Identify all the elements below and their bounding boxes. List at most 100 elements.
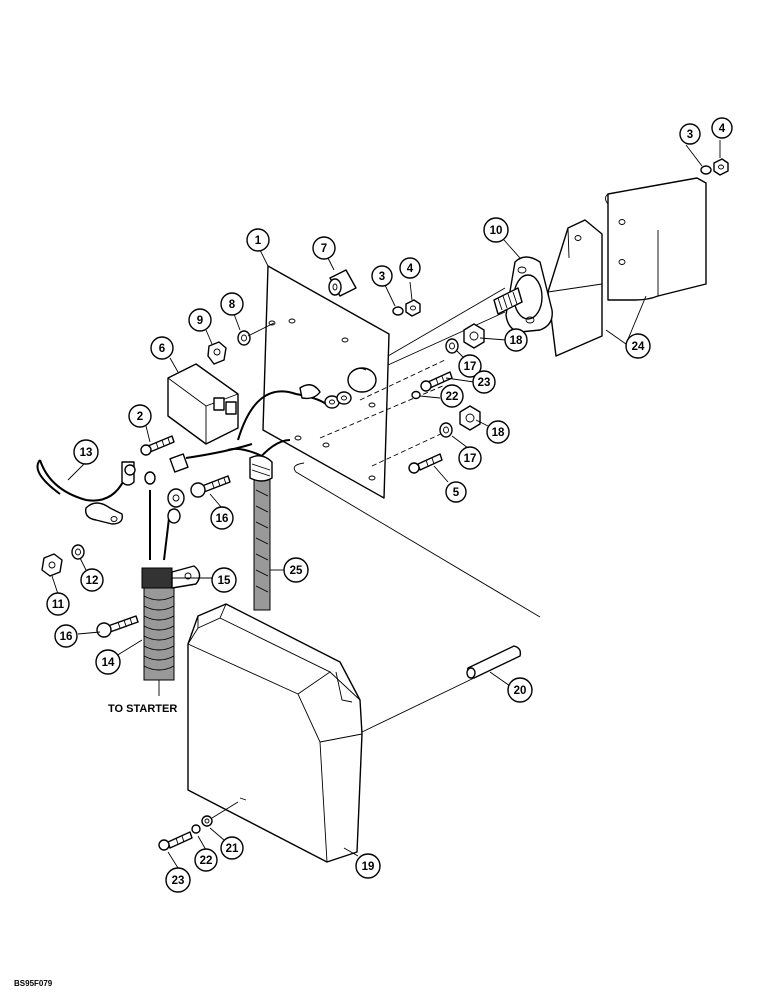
callout-12: 12	[80, 568, 104, 592]
svg-text:13: 13	[80, 447, 93, 459]
callout-23-lower: 23	[165, 867, 191, 893]
washer-3-bracket	[700, 165, 712, 175]
washer-22-lower	[191, 824, 201, 834]
callout-5: 5	[445, 481, 467, 503]
svg-text:4: 4	[719, 123, 726, 135]
callout-7: 7	[312, 236, 336, 260]
callout-4-plate: 4	[399, 257, 421, 279]
callout-15: 15	[211, 567, 237, 593]
svg-text:2: 2	[137, 411, 143, 423]
svg-text:24: 24	[632, 341, 645, 353]
svg-text:6: 6	[159, 343, 165, 355]
svg-text:15: 15	[218, 575, 231, 587]
spacer-7	[328, 269, 357, 297]
svg-text:5: 5	[453, 487, 460, 499]
washer-12	[71, 544, 85, 560]
callout-14: 14	[95, 649, 121, 675]
washer-22-upper	[411, 390, 421, 400]
nut-18-lower	[459, 405, 481, 431]
callout-17-lower: 17	[458, 446, 482, 470]
bolt-23-upper	[420, 371, 453, 392]
callout-25: 25	[283, 557, 309, 583]
conduit-14	[143, 587, 175, 696]
leader-lines	[51, 140, 721, 869]
svg-text:10: 10	[490, 225, 503, 237]
svg-text:20: 20	[514, 685, 527, 697]
svg-text:21: 21	[226, 843, 239, 855]
wiring	[169, 384, 352, 473]
svg-text:4: 4	[407, 263, 414, 275]
bolt-5	[408, 453, 443, 474]
cover	[187, 603, 363, 863]
nut-9	[207, 341, 227, 365]
callout-3-bracket: 3	[679, 123, 701, 145]
svg-text:16: 16	[216, 513, 229, 525]
svg-text:1: 1	[255, 235, 262, 247]
svg-text:18: 18	[492, 427, 505, 439]
svg-text:22: 22	[446, 391, 459, 403]
callout-6: 6	[150, 336, 174, 360]
svg-text:3: 3	[379, 271, 385, 283]
callout-13: 13	[73, 439, 99, 465]
callout-2: 2	[128, 404, 152, 428]
svg-text:25: 25	[290, 565, 303, 577]
to-starter-label: TO STARTER	[108, 703, 177, 715]
ring-terminals	[144, 471, 185, 561]
callout-18-lower: 18	[486, 420, 510, 444]
svg-text:23: 23	[478, 377, 491, 389]
washer-17-lower	[439, 422, 453, 438]
svg-text:22: 22	[200, 855, 213, 867]
svg-text:14: 14	[102, 657, 115, 669]
svg-text:3: 3	[687, 129, 693, 141]
switch-body	[493, 256, 553, 333]
svg-text:23: 23	[172, 875, 185, 887]
washer-17-upper	[445, 338, 459, 354]
svg-text:8: 8	[229, 299, 236, 311]
callout-3-plate: 3	[371, 265, 393, 287]
svg-text:19: 19	[362, 861, 375, 873]
nut-11	[41, 553, 63, 577]
callout-24: 24	[625, 333, 651, 359]
bolt-2	[140, 435, 175, 456]
bolt-16-upper	[190, 475, 231, 498]
svg-text:9: 9	[197, 315, 203, 327]
callout-4-bracket: 4	[711, 117, 733, 139]
bracket-front	[547, 219, 603, 357]
bolt-23-lower	[158, 831, 193, 851]
washer-3-plate	[392, 306, 404, 316]
callout-20: 20	[507, 677, 533, 703]
callout-16-upper: 16	[210, 506, 234, 530]
callout-16-lower: 16	[54, 624, 78, 648]
clamp-15	[141, 565, 201, 589]
callout-22-upper: 22	[440, 384, 464, 408]
nut-18-upper	[463, 323, 485, 349]
callout-11: 11	[46, 592, 70, 616]
mounting-plate	[262, 265, 390, 499]
cable-25	[249, 455, 273, 611]
svg-text:7: 7	[321, 243, 327, 255]
svg-text:12: 12	[86, 575, 99, 587]
callout-19: 19	[355, 853, 381, 879]
washer-21	[201, 815, 213, 827]
nut-4-plate	[405, 299, 421, 317]
callout-9: 9	[188, 308, 212, 332]
washer-8	[237, 330, 251, 346]
svg-text:16: 16	[60, 631, 73, 643]
bracket-rear	[605, 177, 707, 301]
callout-21: 21	[220, 836, 244, 860]
callout-18-upper: 18	[504, 328, 528, 352]
diagram-code: BS95F079	[14, 979, 53, 988]
callout-10: 10	[483, 217, 509, 243]
callout-17-upper: 17	[458, 354, 482, 378]
svg-text:11: 11	[52, 599, 65, 611]
bolt-16-lower	[96, 615, 139, 638]
callout-1: 1	[246, 228, 270, 252]
callout-8: 8	[220, 292, 244, 316]
svg-text:17: 17	[464, 453, 477, 465]
callout-22-lower: 22	[194, 848, 218, 872]
relay	[167, 363, 239, 445]
svg-text:18: 18	[510, 335, 523, 347]
callout-23-upper: 23	[472, 370, 496, 394]
spacer-tube	[466, 645, 522, 679]
